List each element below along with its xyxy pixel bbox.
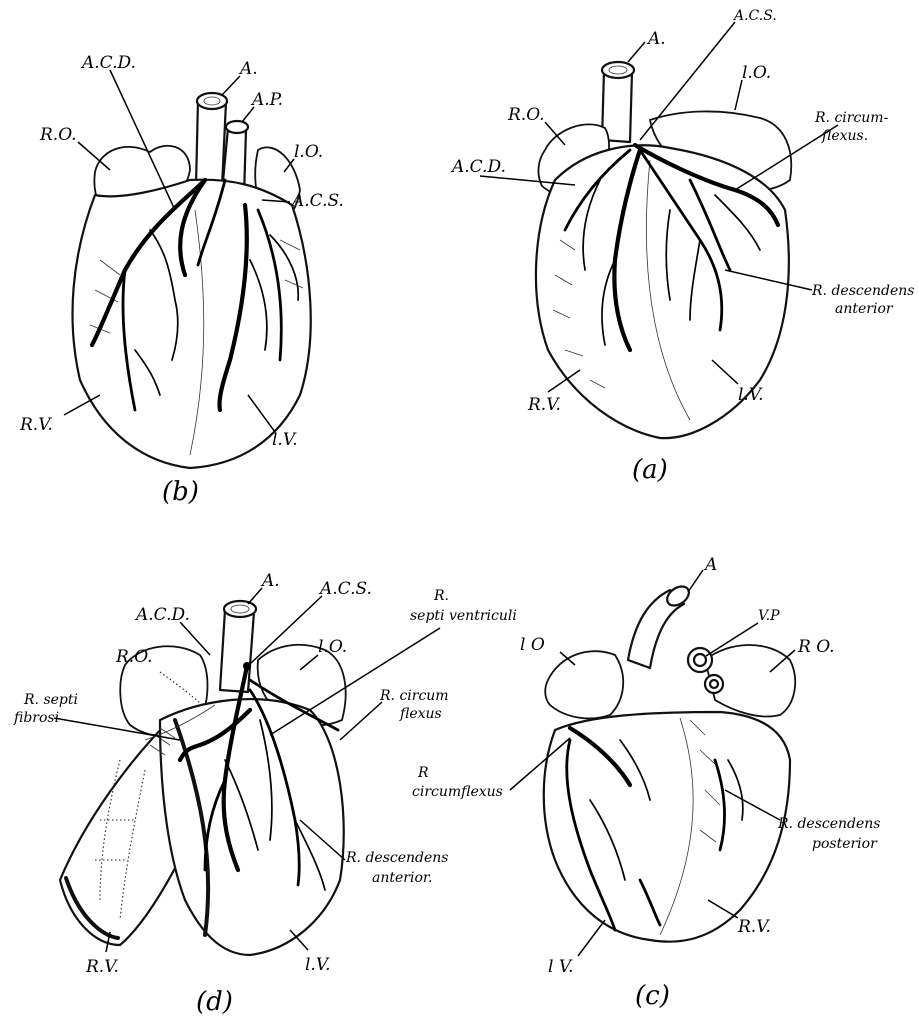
panel-c-label-vp: V.P (758, 608, 780, 624)
panel-c-a-leader (688, 570, 703, 592)
panel-b-label-ap: A.P. (250, 90, 283, 110)
panel-c-label-ro: R O. (797, 637, 835, 657)
panel-a-lo-leader (735, 80, 742, 110)
panel-a-label-rcirc-2: flexus. (821, 128, 868, 144)
panel-b-label-rv: R.V. (19, 415, 53, 435)
panel-d-label-rv: R.V. (85, 957, 119, 977)
panel-d-label-rdesc-2: anterior. (372, 870, 432, 886)
panel-d-label-rsf-2: fibrosi (13, 710, 59, 726)
panel-a-heart-drawing (536, 62, 791, 438)
panel-b-label-acs: A.C.S. (290, 191, 344, 211)
panel-b: A.C.D. A. A.P. R.O. l.O. A.C.S. R.V. l.V… (19, 53, 344, 507)
panel-b-label-lv: l.V. (272, 430, 298, 450)
panel-d-label-rcirc-1: R. circum (379, 688, 449, 704)
panel-a-label-acs: A.C.S. (732, 8, 777, 24)
panel-c-label-a: A (703, 555, 717, 575)
panel-b-caption: (b) (162, 477, 199, 507)
panel-c-label-rdesc-1: R. descendens (777, 816, 880, 832)
panel-d-label-acd: A.C.D. (134, 605, 190, 625)
panel-a-label-acd: A.C.D. (450, 157, 506, 177)
panel-d-caption: (d) (196, 987, 233, 1017)
panel-c-label-rcirc-1: R (417, 765, 429, 781)
panel-a-label-rdesc-1: R. descendens (811, 283, 914, 299)
panel-a-label-rdesc-2: anterior (835, 301, 894, 317)
panel-c-label-rcirc-2: circumflexus (412, 784, 503, 800)
panel-a-label-ro: R.O. (507, 105, 545, 125)
panel-d-label-rsv-2: septi ventriculi (410, 608, 517, 624)
panel-d-label-ro: R.O. (115, 647, 153, 667)
panel-b-heart-drawing (73, 93, 311, 468)
panel-d-a-leader (248, 588, 262, 604)
panel-d-label-lv: l.V. (305, 955, 331, 975)
panel-d-label-a: A. (260, 571, 280, 591)
panel-b-label-acd: A.C.D. (80, 53, 136, 73)
panel-a-a-leader (628, 42, 645, 62)
panel-a: A. A.C.S. R.O. l.O. R. circum- flexus. A… (450, 8, 914, 485)
panel-d-label-rdesc-1: R. descendens (345, 850, 448, 866)
panel-d-label-rsv-1: R. (433, 588, 449, 604)
panel-a-label-lo: l.O. (742, 63, 771, 83)
panel-a-label-rcirc-1: R. circum- (814, 110, 889, 126)
panel-a-label-rv: R.V. (527, 395, 561, 415)
panel-c-label-rv: R.V. (737, 917, 771, 937)
panel-b-label-ro: R.O. (39, 125, 77, 145)
panel-c-lv-leader (578, 920, 605, 956)
panel-c-heart-drawing (544, 583, 795, 942)
panel-b-label-lo: l.O. (294, 142, 323, 162)
panel-a-label-a: A. (646, 29, 666, 49)
panel-b-a-leader (222, 76, 240, 95)
panel-c-label-lo: l O (520, 635, 545, 655)
panel-d-rcirc-leader (340, 702, 382, 740)
panel-a-caption: (a) (632, 455, 668, 485)
panel-d-label-acs: A.C.S. (318, 579, 372, 599)
panel-b-label-a: A. (238, 59, 258, 79)
panel-d-label-rcirc-2: flexus (399, 706, 442, 722)
panel-c-label-rdesc-2: posterior (812, 836, 878, 852)
panel-c-label-lv: l V. (548, 957, 574, 977)
panel-d-heart-drawing (60, 601, 346, 955)
panel-d-label-rsf-1: R. septi (23, 692, 78, 708)
panel-d-label-lo: l.O. (318, 637, 347, 657)
panel-a-label-lv: l.V. (738, 385, 764, 405)
panel-c-caption: (c) (635, 981, 670, 1011)
